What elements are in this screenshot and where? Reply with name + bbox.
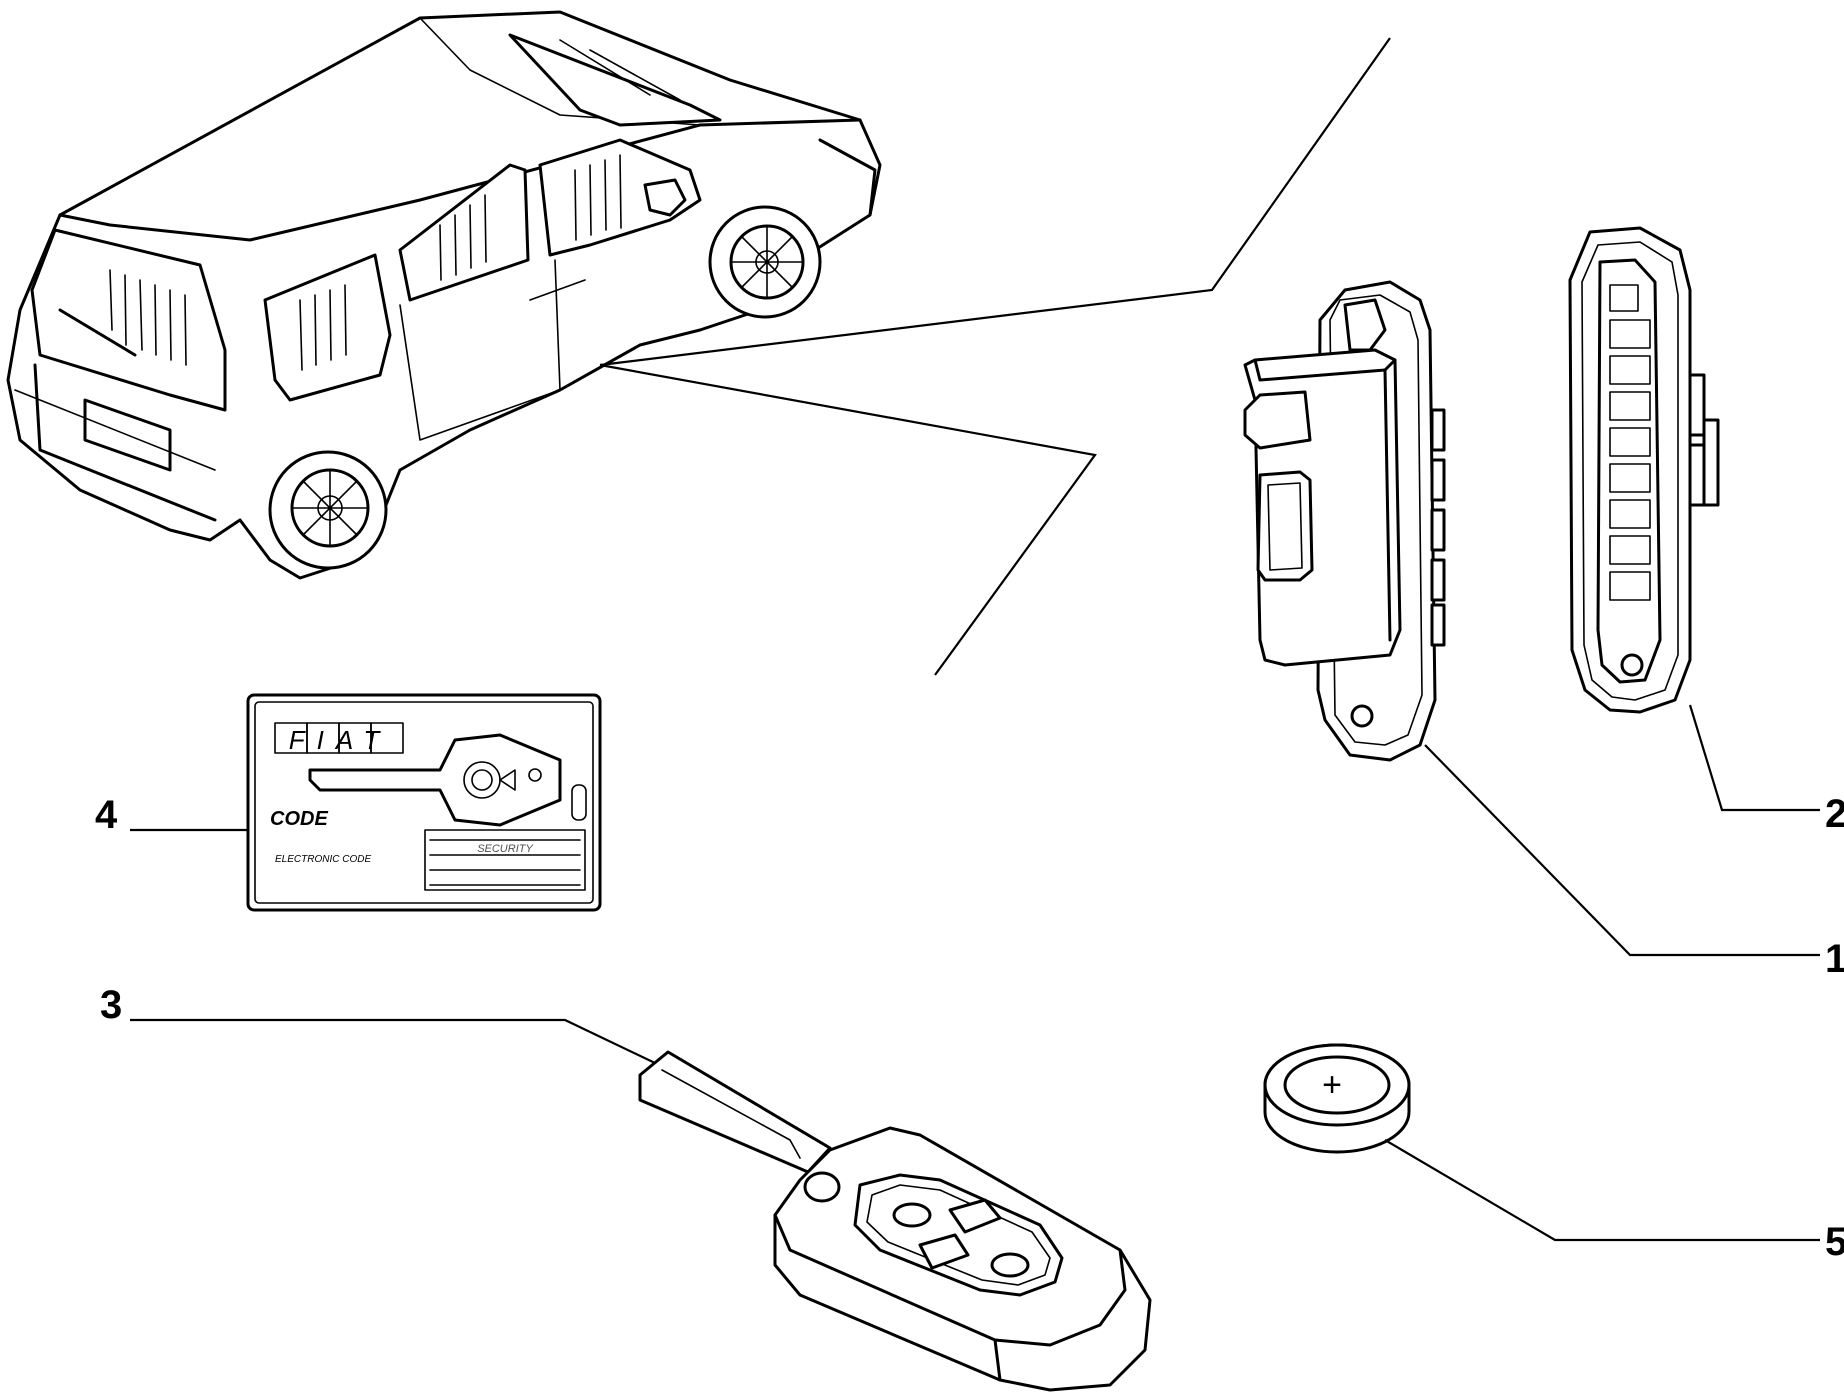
receiver-module-icon bbox=[1568, 226, 1720, 714]
coin-battery-icon bbox=[1263, 1043, 1411, 1154]
code-card-text: FIAT CODE ELECTRONIC CODE SECURITY bbox=[270, 725, 533, 865]
card-security-text: SECURITY bbox=[477, 843, 533, 855]
card-brand: FIAT bbox=[289, 725, 391, 755]
callout-1: 1 bbox=[1825, 937, 1844, 981]
battery-symbol: + bbox=[1322, 1066, 1342, 1104]
van-drawing-icon bbox=[6, 10, 882, 580]
callout-4: 4 bbox=[95, 793, 118, 837]
callout-3: 3 bbox=[100, 983, 122, 1027]
code-card-icon bbox=[246, 693, 602, 912]
callout-5: 5 bbox=[1825, 1220, 1844, 1264]
callout-2: 2 bbox=[1825, 792, 1844, 836]
card-electronic-label: ELECTRONIC CODE bbox=[275, 854, 371, 865]
control-unit-icon bbox=[1243, 280, 1446, 762]
flip-key-icon bbox=[638, 1050, 1152, 1392]
card-code-label: CODE bbox=[270, 808, 328, 830]
